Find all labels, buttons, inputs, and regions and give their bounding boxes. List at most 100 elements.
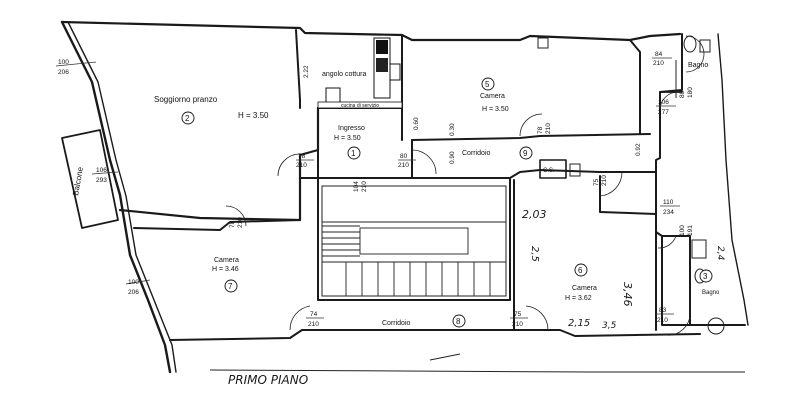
svg-text:210: 210 bbox=[296, 162, 307, 169]
kitchen-fixtures: cucina di servizio bbox=[317, 37, 403, 109]
room-corridoio9-number: 9 bbox=[523, 149, 528, 158]
svg-text:293: 293 bbox=[96, 177, 107, 184]
exterior-walls bbox=[60, 20, 749, 374]
opening-12: 100 191 bbox=[679, 225, 694, 236]
room-camera5-label: Camera bbox=[480, 93, 505, 100]
room-camera5-height: H = 3.50 bbox=[482, 106, 509, 113]
note-f: 3,5 bbox=[602, 321, 617, 331]
room-camera7-height: H = 3.46 bbox=[212, 266, 239, 273]
svg-text:191: 191 bbox=[687, 225, 694, 236]
svg-text:210: 210 bbox=[361, 181, 368, 192]
room-corridoio8-number: 8 bbox=[456, 317, 461, 326]
note-e: 2,4 bbox=[715, 246, 725, 261]
svg-text:100: 100 bbox=[58, 59, 69, 66]
wall-dimensions: 2.22 0.60 0.30 0.90 0.92 bbox=[303, 65, 642, 164]
svg-text:210: 210 bbox=[308, 321, 319, 328]
svg-text:83: 83 bbox=[659, 307, 667, 314]
svg-text:75: 75 bbox=[514, 311, 522, 318]
note-a: 2,03 bbox=[522, 208, 547, 221]
dim-v1: 0.60 bbox=[413, 117, 420, 130]
room-labels: Soggiorno pranzo 2 H = 3.50 angolo cottu… bbox=[154, 62, 720, 328]
room-camera7-label: Camera bbox=[214, 257, 239, 264]
svg-text:110: 110 bbox=[663, 199, 674, 206]
interior-walls bbox=[118, 29, 691, 331]
svg-text:78: 78 bbox=[229, 220, 236, 228]
svg-text:106: 106 bbox=[96, 167, 107, 174]
svg-text:210: 210 bbox=[237, 217, 244, 228]
opening-7: 75 210 bbox=[593, 175, 608, 186]
room-ingresso-number: 1 bbox=[351, 149, 356, 158]
dim-v2: 0.30 bbox=[449, 123, 456, 136]
opening-6: 78 210 bbox=[537, 123, 552, 134]
svg-text:210: 210 bbox=[545, 123, 552, 134]
handwritten-notes: 2,03 3,46 2,15 2,5 2,4 3,5 PRIMO PIANO bbox=[228, 208, 725, 387]
room-corridoio8-label: Corridoio bbox=[382, 320, 411, 327]
room-bagno3-number: 3 bbox=[703, 272, 708, 281]
svg-text:74: 74 bbox=[310, 311, 318, 318]
door-swings bbox=[225, 35, 705, 336]
svg-text:84: 84 bbox=[655, 51, 663, 58]
svg-text:80: 80 bbox=[400, 153, 408, 160]
svg-text:210: 210 bbox=[512, 321, 523, 328]
svg-text:100: 100 bbox=[679, 225, 686, 236]
dim-kitchen-left: 2.22 bbox=[303, 65, 310, 78]
room-corridoio9-label: Corridoio bbox=[462, 150, 491, 157]
bathroom-fixtures bbox=[537, 35, 725, 335]
svg-text:206: 206 bbox=[128, 289, 139, 296]
room-camera6-number: 6 bbox=[578, 266, 583, 275]
svg-text:78: 78 bbox=[537, 126, 544, 134]
opening-13: 78 210 bbox=[229, 217, 244, 228]
room-soggiorno-number: 2 bbox=[185, 114, 190, 123]
svg-text:277: 277 bbox=[658, 109, 669, 116]
svg-text:104: 104 bbox=[353, 181, 360, 192]
svg-text:100: 100 bbox=[128, 279, 139, 286]
room-bagno3-label: Bagno bbox=[702, 290, 720, 296]
dim-v3: 0.90 bbox=[449, 151, 456, 164]
room-cottura-label: angolo cottura bbox=[322, 71, 366, 78]
room-bagno-label: Bagno bbox=[688, 62, 708, 69]
balcone: Balcone bbox=[61, 129, 119, 229]
room-cs-label: C.S. bbox=[543, 168, 555, 174]
svg-text:106: 106 bbox=[658, 99, 669, 106]
room-ingresso-label: Ingresso bbox=[338, 125, 365, 132]
opening-10: 80 180 bbox=[679, 87, 694, 98]
balcone-label: Balcone bbox=[71, 166, 85, 197]
kitchen-strip-label: cucina di servizio bbox=[341, 103, 379, 109]
bottom-title: PRIMO PIANO bbox=[228, 373, 308, 387]
dim-v4: 0.92 bbox=[635, 143, 642, 156]
room-soggiorno-height: H = 3.50 bbox=[238, 111, 269, 120]
opening-5: 104 210 bbox=[353, 181, 368, 192]
room-camera6-height: H = 3.62 bbox=[565, 295, 592, 302]
svg-text:80: 80 bbox=[679, 90, 686, 98]
note-b: 3,46 bbox=[621, 282, 634, 307]
staircase bbox=[322, 221, 506, 296]
room-camera6-label: Camera bbox=[572, 285, 597, 292]
svg-text:234: 234 bbox=[663, 209, 674, 216]
svg-text:210: 210 bbox=[601, 175, 608, 186]
room-ingresso-height: H = 3.50 bbox=[334, 135, 361, 142]
room-soggiorno-label: Soggiorno pranzo bbox=[154, 95, 218, 104]
note-d: 2,5 bbox=[529, 246, 540, 262]
room-camera7-number: 7 bbox=[228, 282, 233, 291]
svg-text:210: 210 bbox=[398, 162, 409, 169]
svg-text:78: 78 bbox=[298, 153, 306, 160]
svg-text:206: 206 bbox=[58, 69, 69, 76]
svg-text:75: 75 bbox=[593, 178, 600, 186]
svg-text:210: 210 bbox=[653, 60, 664, 67]
svg-text:210: 210 bbox=[657, 317, 668, 324]
note-c: 2,15 bbox=[568, 318, 590, 329]
svg-text:180: 180 bbox=[687, 87, 694, 98]
